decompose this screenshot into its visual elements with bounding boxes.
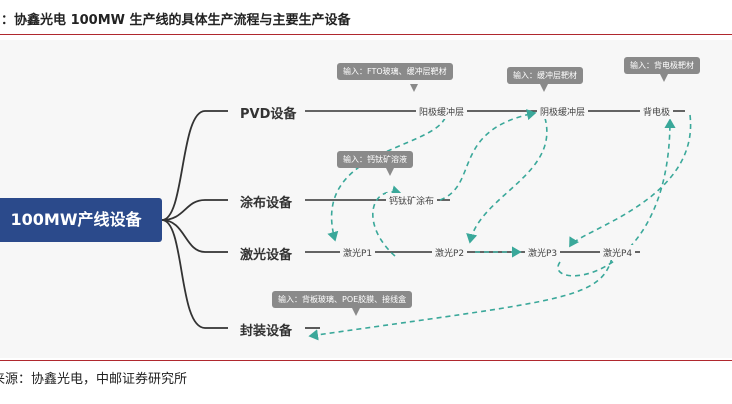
- equipment-coating: 涂布设备: [240, 196, 293, 211]
- branch-coating: [161, 199, 228, 221]
- flow-p3-to-back: [557, 118, 676, 277]
- step-perovskite-coating: 钙钛矿涂布: [386, 193, 438, 208]
- callout-input-packaging: 输入：背板玻璃、POE胶膜、接线盒: [272, 291, 413, 308]
- branch-pvd: [161, 110, 228, 221]
- equipment-laser: 激光设备: [240, 248, 293, 263]
- callout-input-back-target: 输入：背电极靶材: [624, 57, 700, 74]
- flow-back-to-p3: [569, 114, 692, 248]
- callout-input-buffer-target: 输入：缓冲层靶材: [507, 67, 583, 84]
- flow-coating-to-cathode: [439, 109, 537, 201]
- branch-lines: [161, 110, 228, 329]
- equipment-pvd: PVD设备: [240, 107, 297, 122]
- step-cathode-buffer: 阴极缓冲层: [537, 104, 589, 119]
- step-anode-buffer: 阳极缓冲层: [416, 104, 468, 119]
- flow-anode-to-p1: [327, 117, 446, 242]
- figure-title: 3：协鑫光电 100MW 生产线的具体生产流程与主要生产设备: [0, 13, 351, 28]
- step-laser-p1: 激光P1: [340, 245, 376, 260]
- bottom-rule: [0, 360, 732, 361]
- step-laser-p4: 激光P4: [600, 245, 636, 260]
- root-node: 100MW产线设备: [0, 198, 162, 242]
- step-back-electrode: 背电极: [640, 104, 674, 119]
- branch-laser: [161, 219, 228, 253]
- flow-cathode-to-p2: [466, 117, 548, 244]
- callout-pointers: [352, 74, 668, 316]
- flow-p1-to-coating: [372, 185, 402, 257]
- callout-input-fto: 输入：FTO玻璃、缓冲层靶材: [337, 63, 453, 80]
- source-note: 来源：协鑫光电，中邮证券研究所: [0, 372, 188, 387]
- step-laser-p3: 激光P3: [525, 245, 561, 260]
- step-laser-p2: 激光P2: [432, 245, 468, 260]
- branch-packaging: [161, 219, 228, 329]
- title-bar: 3：协鑫光电 100MW 生产线的具体生产流程与主要生产设备: [0, 0, 732, 35]
- callout-input-perovskite: 输入：钙钛矿溶液: [337, 151, 413, 168]
- equipment-packaging: 封装设备: [240, 324, 293, 339]
